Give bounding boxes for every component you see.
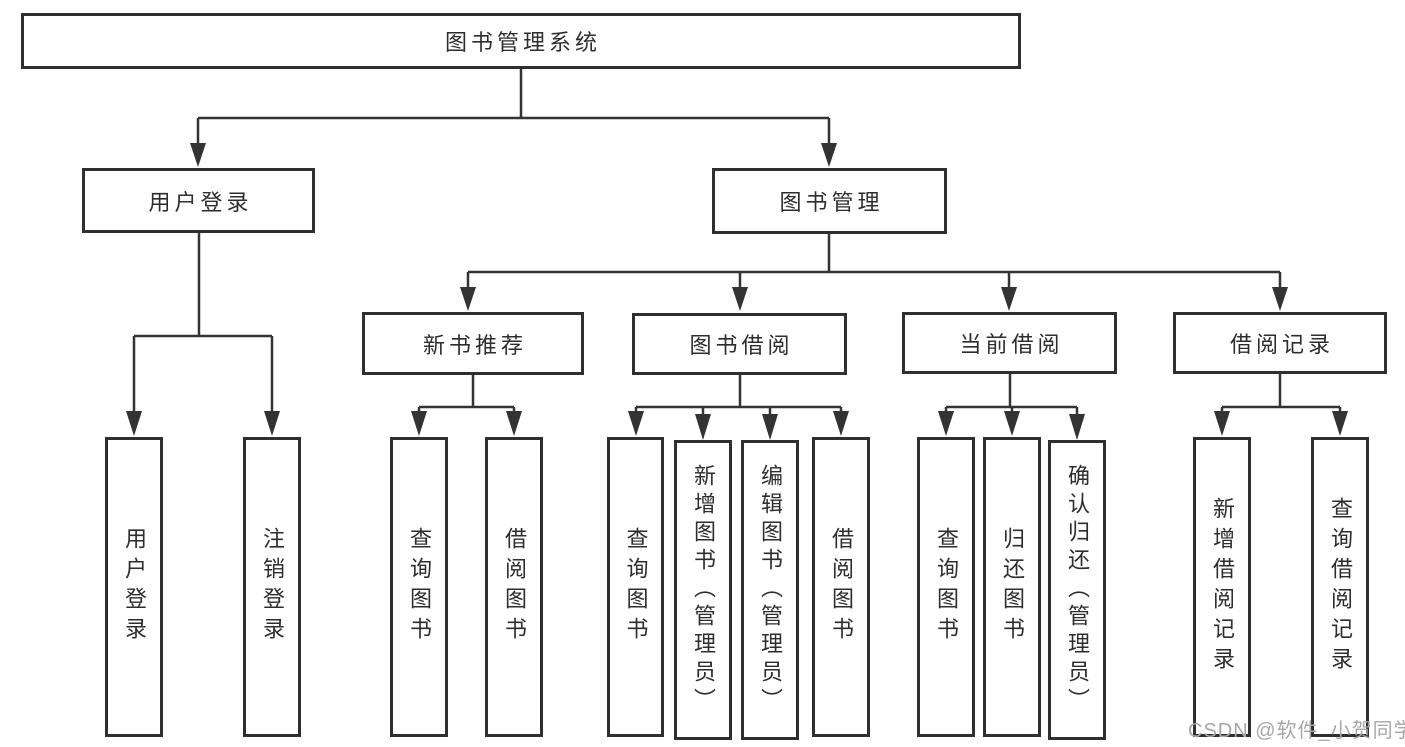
leaf-user-login: 用户登录 — [105, 437, 163, 737]
leaf-borrowing-edit-books-admin: 编辑图书（管理员） — [741, 440, 799, 740]
leaf-borrowing-borrow-books: 借阅图书 — [812, 437, 870, 737]
leaf-logout-login: 注销登录 — [243, 437, 301, 737]
leaf-recommendation-borrow-books: 借阅图书 — [485, 437, 543, 737]
leaf-current-confirm-return-admin: 确认归还（管理员） — [1048, 440, 1106, 740]
csdn-watermark: CSDN @软件_小贺同学 — [1188, 720, 1405, 742]
leaf-borrowing-add-books-admin: 新增图书（管理员） — [674, 440, 732, 740]
connector-new-book-recommendation — [411, 375, 522, 436]
node-new-book-recommendation: 新书推荐 — [362, 312, 584, 375]
connector-user-login — [126, 233, 280, 436]
node-user-login: 用户登录 — [82, 168, 315, 233]
connector-borrowing-records — [1214, 374, 1348, 436]
leaf-records-add-borrow-record: 新增借阅记录 — [1193, 437, 1251, 737]
leaf-recommendation-query-books: 查询图书 — [390, 437, 448, 737]
connector-book-management — [460, 234, 1288, 311]
connector-root — [190, 69, 837, 167]
node-book-management: 图书管理 — [712, 168, 947, 234]
leaf-records-query-borrow-record: 查询借阅记录 — [1311, 437, 1369, 737]
leaf-current-return-books: 归还图书 — [983, 437, 1041, 737]
node-current-borrowing: 当前借阅 — [902, 312, 1117, 374]
connector-book-borrowing — [628, 375, 849, 440]
leaf-borrowing-query-books: 查询图书 — [607, 437, 664, 737]
node-library-management-system: 图书管理系统 — [21, 13, 1021, 69]
node-borrowing-records: 借阅记录 — [1173, 312, 1387, 374]
node-book-borrowing: 图书借阅 — [632, 313, 847, 375]
leaf-current-query-books: 查询图书 — [917, 437, 975, 737]
connector-current-borrowing — [938, 374, 1085, 440]
